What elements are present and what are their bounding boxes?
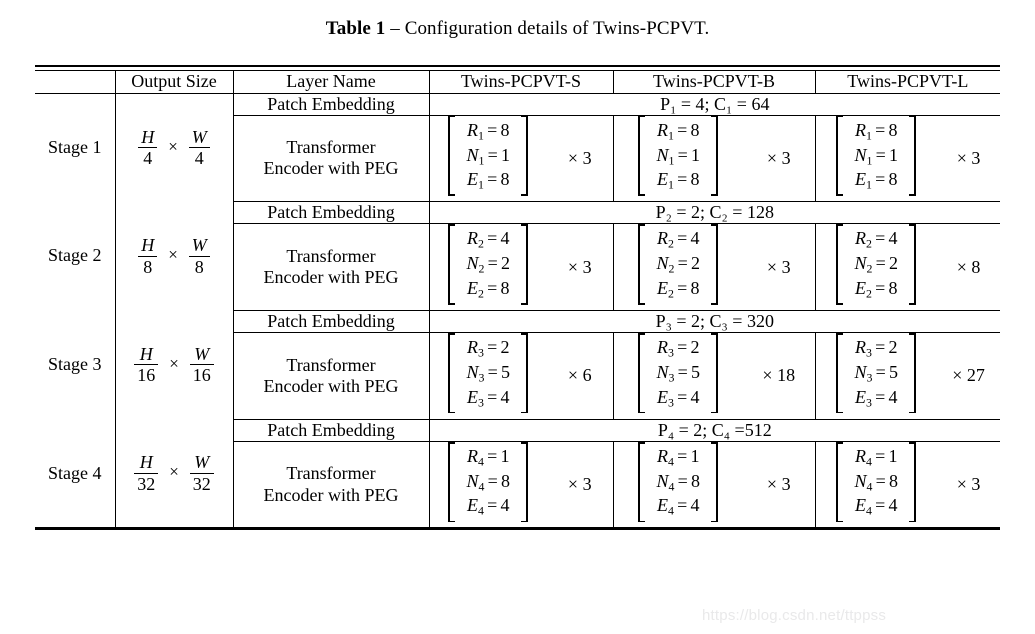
patch-config-2: P₂ = 2; C₂ = 128: [428, 201, 1001, 225]
stage-output-size-4: H 32 × W 32: [114, 419, 234, 528]
repeat-l-2: × 8: [937, 223, 1001, 311]
times-symbol-1: ×: [168, 136, 178, 156]
stage-row-patch-3: Stage 3 H 16 × W 16 Patch Embedding P₃ =…: [35, 310, 1001, 420]
transformer-line-2: Encoder with PEG: [263, 484, 399, 505]
transformer-line-1: Transformer: [286, 354, 376, 375]
fraction-h-2: H 8: [138, 236, 158, 276]
stage-row-patch-1: Stage 1 H 4 × W 4 Patch Embedding P₁ = 4…: [35, 93, 1001, 202]
stage-output-size-1: H 4 × W 4: [114, 93, 234, 202]
repeat-s-1: × 3: [547, 115, 613, 203]
block-matrix-l-3: R3=2 N3=5 E3=4: [814, 332, 938, 420]
repeat-b-4: × 3: [766, 474, 791, 495]
repeat-s-2: × 3: [547, 223, 613, 311]
repeat-l-4: × 3: [956, 474, 981, 495]
table-bottom-rule: [35, 527, 1000, 530]
block-matrix-l-2: R2=4 N2=2 E2=8: [814, 223, 938, 311]
caption-label: Table 1: [325, 18, 386, 39]
table-top-rule-2: [35, 69, 1000, 72]
patch-config-4: P₄ = 2; C₄ =512: [428, 419, 1001, 442]
block-matrix-s-2: R2=4 N2=2 E2=8: [428, 223, 547, 311]
table-header-row: Output Size Layer Name Twins-PCPVT-S Twi…: [35, 71, 1001, 94]
fraction-w-1: W 4: [188, 127, 210, 168]
block-matrix-l-1: R1=8 N1=1 E1=8: [814, 115, 938, 203]
transformer-line-1: Transformer: [286, 137, 376, 158]
repeat-b-3: × 18: [743, 332, 816, 420]
transformer-line-2: Encoder with PEG: [263, 375, 399, 396]
stage-row-encoder-3: Transformer Encoder with PEG R3=2 N3=5 E…: [35, 332, 1001, 420]
transformer-line-2: Encoder with PEG: [263, 158, 399, 179]
stage-row-patch-2: Stage 2 H 8 × W 8 Patch Embedding P₂ = 2…: [35, 201, 1001, 311]
patch-config-3: P₃ = 2; C₃ = 320: [428, 310, 1001, 334]
header-layer-name: Layer Name: [233, 71, 429, 94]
block-matrix-b-1: R1=8 N1=1 E1=8: [612, 115, 743, 203]
block-matrix-b-3: R3=2 N3=5 E3=4: [612, 332, 743, 420]
fraction-w-4: W 32: [189, 453, 214, 493]
transformer-line-1: Transformer: [286, 245, 376, 266]
layer-transformer-encoder-1: Transformer Encoder with PEG: [233, 115, 429, 203]
fraction-w-2: W 8: [188, 236, 210, 276]
stage-row-encoder-4: Transformer Encoder with PEG R4=1 N4=8 E…: [35, 441, 1000, 528]
repeat-s-4: × 3: [567, 474, 592, 495]
block-matrix-s-1: R1=8 N1=1 E1=8: [428, 115, 547, 203]
block-matrix-b-2: R2=4 N2=2 E2=8: [612, 223, 743, 311]
repeat-l-3: × 27: [937, 332, 1001, 420]
block-matrix-s-3: R3=2 N3=5 E3=4: [428, 332, 547, 420]
transformer-line-1: Transformer: [286, 463, 376, 484]
transformer-line-2: Encoder with PEG: [263, 267, 399, 288]
patch-config-1: P₁ = 4; C₁ = 64: [428, 93, 1001, 116]
layer-transformer-encoder-2: Transformer Encoder with PEG: [233, 223, 429, 311]
block-matrix-s-4: R4=1 N4=8 E4=4: [428, 441, 547, 528]
times-symbol-4: ×: [169, 462, 179, 482]
times-symbol-3: ×: [169, 353, 179, 373]
fraction-h-3: H 16: [134, 345, 159, 385]
repeat-s-3: × 6: [547, 332, 613, 420]
stage-row-encoder-2: Transformer Encoder with PEG R2=4 N2=2 E…: [35, 223, 1001, 311]
table-caption: Table 1 – Configuration details of Twins…: [0, 18, 1035, 40]
stage-name-1: Stage 1: [48, 137, 102, 157]
table-top-rule: [35, 65, 1000, 68]
stage-output-size-3: H 16 × W 16: [114, 310, 234, 420]
layer-patch-embedding-2: Patch Embedding: [233, 201, 429, 225]
repeat-b-1: × 3: [743, 115, 816, 203]
header-output-size: Output Size: [114, 71, 234, 94]
stage-row-patch-4: Stage 4 H 32 × W 32 Patch Embedding P₄ =…: [35, 419, 1001, 528]
stage-name-3: Stage 3: [48, 354, 102, 375]
caption-dash: –: [390, 18, 400, 39]
block-matrix-l-4: R4=1 N4=8 E4=4: [814, 441, 938, 528]
header-model-b: Twins-PCPVT-B: [612, 71, 816, 94]
fraction-h-4: H 32: [134, 453, 159, 493]
layer-patch-embedding-3: Patch Embedding: [233, 310, 429, 334]
caption-text: Configuration details of Twins-PCPVT.: [404, 18, 710, 39]
repeat-b-2: × 3: [743, 223, 816, 311]
stage-row-encoder-1: Transformer Encoder with PEG R1=8 N1=1 E…: [35, 115, 1001, 203]
fraction-w-3: W 16: [189, 345, 214, 385]
fraction-h-1: H 4: [138, 127, 158, 168]
layer-patch-embedding-1: Patch Embedding: [233, 93, 429, 116]
header-model-s: Twins-PCPVT-S: [428, 71, 613, 94]
block-matrix-b-4: R4=1 N4=8 E4=4: [612, 441, 743, 528]
layer-patch-embedding-4: Patch Embedding: [233, 419, 429, 442]
table-body: Output Size Layer Name Twins-PCPVT-S Twi…: [35, 71, 1001, 528]
stage-name-4: Stage 4: [48, 462, 102, 483]
repeat-l-1: × 3: [937, 115, 1001, 203]
watermark-text: https://blog.csdn.net/ttppss: [702, 607, 887, 624]
layer-transformer-encoder-4: Transformer Encoder with PEG: [233, 441, 429, 527]
layer-transformer-encoder-3: Transformer Encoder with PEG: [233, 332, 429, 420]
times-symbol-2: ×: [168, 245, 178, 265]
configuration-table: Output Size Layer Name Twins-PCPVT-S Twi…: [35, 65, 1001, 530]
header-model-l: Twins-PCPVT-L: [814, 71, 1001, 94]
stage-output-size-2: H 8 × W 8: [114, 201, 234, 311]
stage-name-2: Stage 2: [48, 245, 102, 266]
header-stage: [35, 71, 115, 94]
